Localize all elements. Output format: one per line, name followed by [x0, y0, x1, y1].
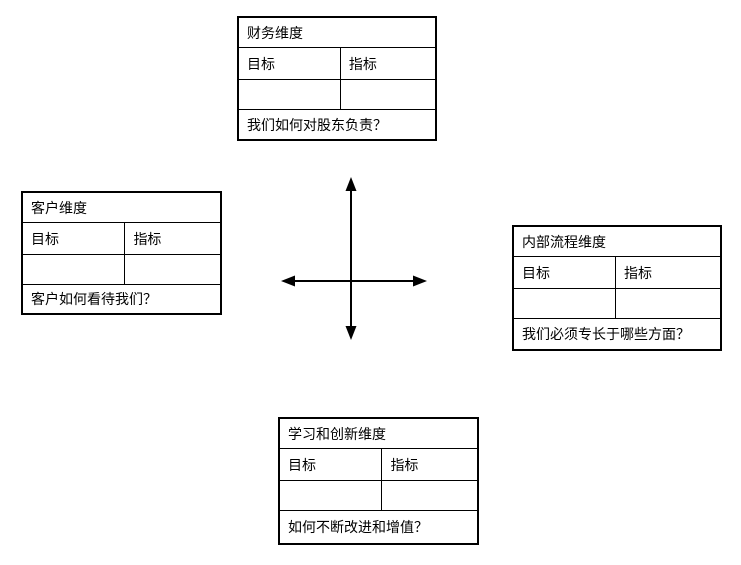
internal-process-indicator-header: 指标 [623, 265, 652, 282]
customer-question: 客户如何看待我们？ [31, 292, 157, 308]
customer-table-title: 客户维度 [23, 193, 220, 223]
internal-process-indicator-empty-cell [616, 289, 720, 318]
internal-process-dimension-table: 内部流程维度 目标 指标 我们必须专长于哪些方面？ [512, 225, 722, 351]
learning-innovation-indicator-empty-cell [382, 481, 477, 510]
arrowhead-right-icon [413, 275, 427, 287]
customer-indicator-empty-cell [125, 255, 220, 284]
financial-table-title: 财务维度 [239, 18, 435, 48]
financial-objective-header: 目标 [239, 48, 341, 79]
internal-process-objective-empty-cell [514, 289, 616, 318]
customer-indicator-header: 指标 [133, 231, 162, 248]
financial-question: 我们如何对股东负责？ [247, 117, 387, 134]
arrowhead-left-icon [281, 275, 295, 287]
arrowhead-up-icon [345, 177, 357, 191]
learning-innovation-table-title: 学习和创新维度 [280, 419, 477, 449]
financial-indicator-header: 指标 [348, 56, 377, 73]
learning-innovation-objective-empty-cell [280, 481, 383, 510]
customer-dimension-table: 客户维度 目标 指标 客户如何看待我们？ [21, 191, 222, 315]
internal-process-question: 我们必须专长于哪些方面？ [522, 327, 690, 343]
financial-objective-empty-cell [239, 80, 341, 109]
customer-objective-empty-cell [23, 255, 126, 284]
internal-process-table-title: 内部流程维度 [514, 227, 720, 257]
learning-innovation-question: 如何不断改进和增值？ [288, 520, 428, 536]
learning-innovation-objective-header: 目标 [280, 449, 383, 480]
crossed-axes-arrows-icon [281, 177, 427, 340]
financial-indicator-empty-cell [341, 80, 435, 109]
learning-innovation-indicator-header: 指标 [390, 457, 419, 474]
customer-objective-header: 目标 [23, 223, 126, 254]
financial-dimension-table: 财务维度 目标 指标 我们如何对股东负责？ [237, 16, 437, 141]
internal-process-objective-header: 目标 [514, 257, 616, 288]
learning-innovation-dimension-table: 学习和创新维度 目标 指标 如何不断改进和增值？ [278, 417, 479, 545]
arrowhead-down-icon [345, 326, 357, 340]
